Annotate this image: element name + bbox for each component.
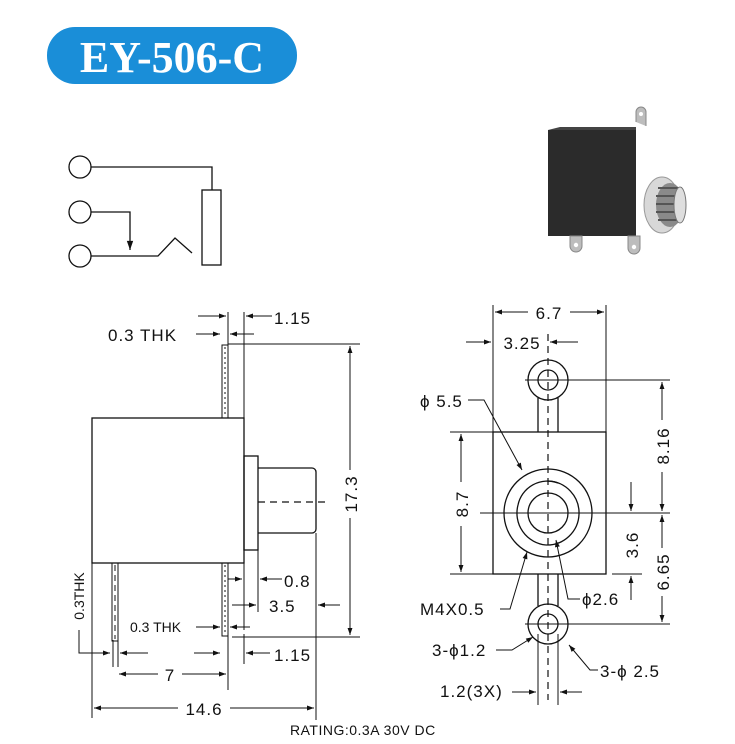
dim-1-2-3x-label: 1.2(3X) [440,682,503,701]
phi-2-6-label: ϕ2.6 [582,590,619,609]
title-badge: EY-506-C [47,27,297,84]
thk-left-label: 0.3THK [71,572,87,620]
dim-17-3: 17.3 [342,475,361,512]
dim-6-65: 6.65 [654,553,673,590]
model-title: EY-506-C [80,33,264,82]
dim-14-6: 14.6 [185,700,222,719]
dim-1-15-bottom: 1.15 [274,646,311,665]
dim-3-5: 3.5 [269,597,296,616]
phi-5-5-label: ϕ 5.5 [420,392,463,411]
dim-3-6: 3.6 [623,532,642,559]
dim-7: 7 [165,666,175,685]
dim-0-8: 0.8 [284,572,311,591]
product-photo [548,106,687,255]
housing-body [91,417,245,564]
phi-1-2-label: 3-ϕ1.2 [432,641,486,660]
dim-8-7: 8.7 [453,491,472,518]
front-housing [492,431,607,575]
dim-8-16: 8.16 [654,427,673,464]
thk-bottom-label: 0.3 THK [130,619,182,635]
badge-background [47,27,297,84]
schematic-symbol [68,155,222,268]
m4x0-5-label: M4X0.5 [420,600,485,619]
side-view-drawing: 1.15 0.3 THK 17.3 0.8 3.5 0.3 THK 1.15 0… [71,309,361,720]
phi-2-5-label: 3-ϕ 2.5 [600,662,660,681]
dim-3-25: 3.25 [503,334,540,353]
dim-1-15-top: 1.15 [274,309,311,328]
dim-6-7: 6.7 [536,304,563,323]
rating-text: RATING:0.3A 30V DC [290,722,436,738]
thk-top-label: 0.3 THK [108,326,177,345]
front-view-drawing: 6.7 3.25 8.16 6.65 8.7 3.6 ϕ 5.5 M4X0.5 … [420,304,673,705]
